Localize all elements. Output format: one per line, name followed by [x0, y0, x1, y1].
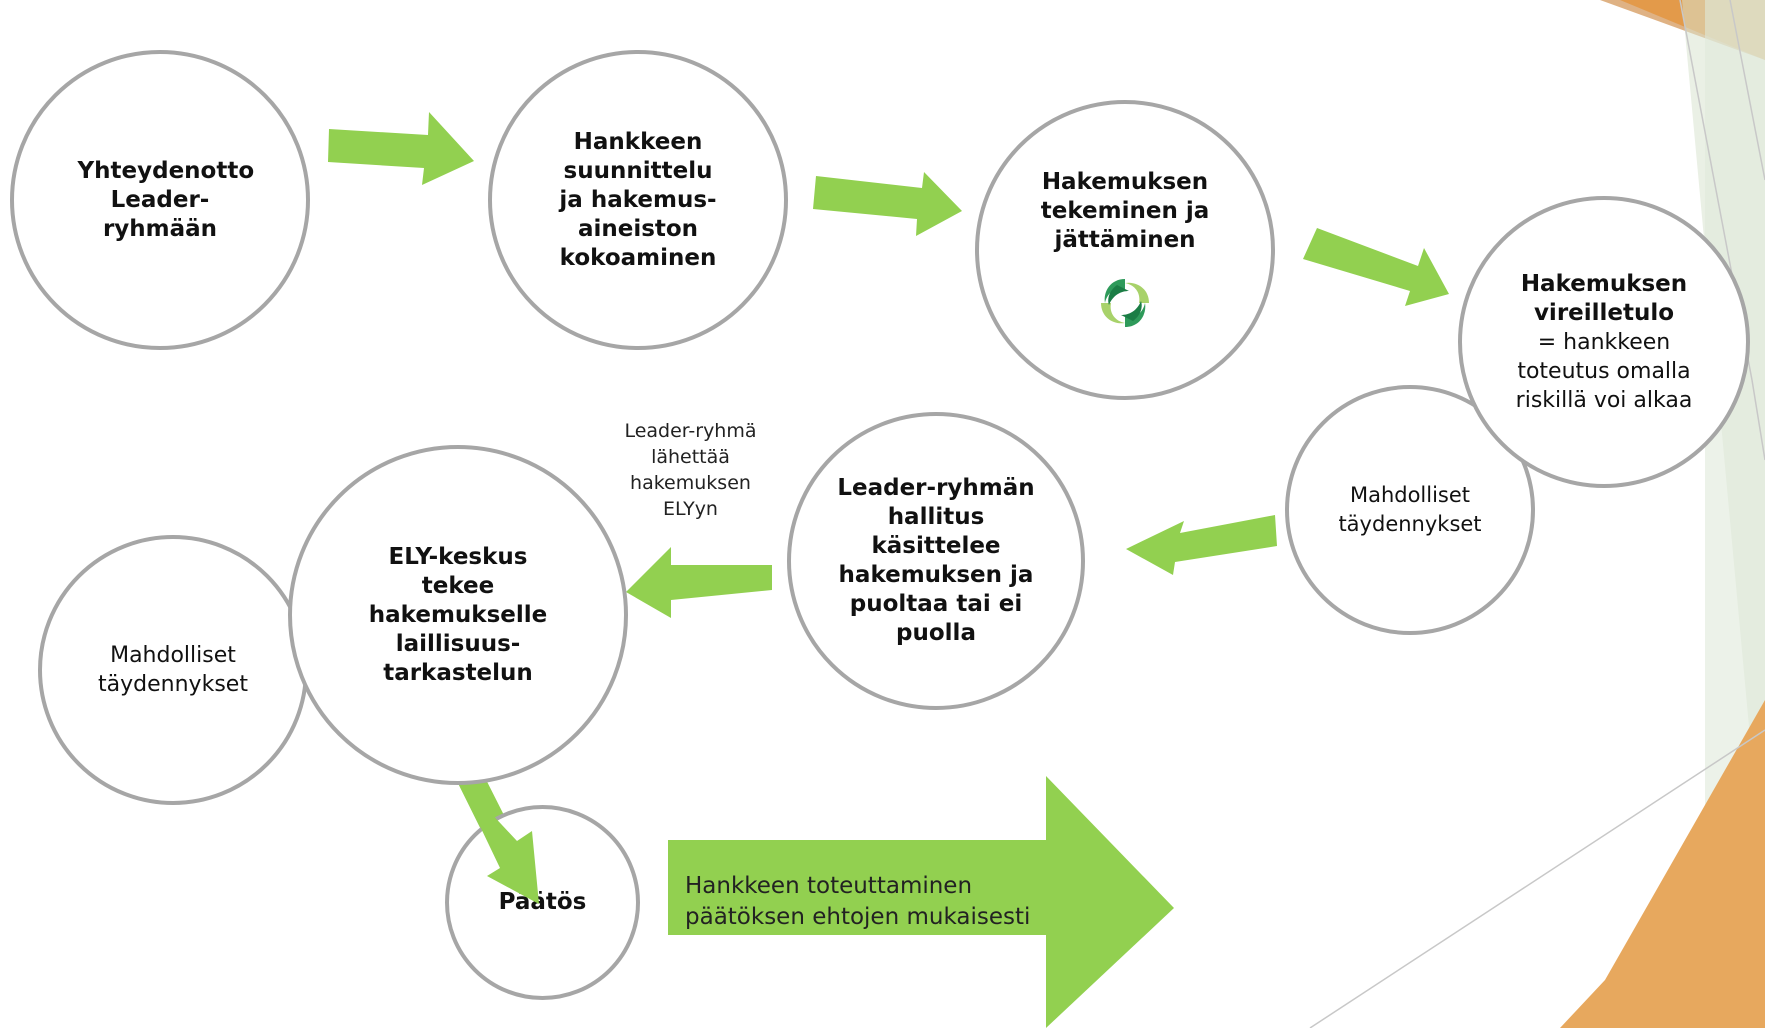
step-pending-text: = hankkeen toteutus omalla riskillä voi … — [1515, 329, 1693, 413]
step-supplements-1-text: Mahdolliset täydennykset — [1338, 483, 1482, 536]
arrow-board-to-ely — [626, 547, 772, 618]
step-contact-circle: Yhteydenotto Leader-ryhmään — [10, 50, 310, 350]
step-decision-title: Päätös — [498, 889, 587, 915]
step-contact-title: Yhteydenotto Leader-ryhmään — [77, 157, 255, 242]
step-ely-circle: ELY-keskus tekee hakemukselle laillisuus… — [288, 445, 628, 785]
step-planning-title: Hankkeen suunnittelu ja hakemus-aineisto… — [559, 128, 717, 271]
step-planning-circle: Hankkeen suunnittelu ja hakemus-aineisto… — [488, 50, 788, 350]
send-to-ely-label: Leader-ryhmä lähettää hakemuksen ELYyn — [624, 420, 757, 520]
arrow-supplements-to-board — [1126, 515, 1277, 575]
arrow-planning-to-application — [813, 172, 962, 236]
step-pending-title: Hakemuksen vireilletulo — [1520, 270, 1688, 326]
step-ely-title: ELY-keskus tekee hakemukselle laillisuus… — [368, 543, 548, 686]
implementation-text: Hankkeen toteuttaminen päätöksen ehtojen… — [685, 873, 1031, 930]
arrow-application-to-pending — [1303, 228, 1449, 306]
step-pending-circle: Hakemuksen vireilletulo = hankkeen toteu… — [1458, 196, 1750, 488]
step-supplements-2-text: Mahdolliset täydennykset — [98, 643, 248, 697]
step-supplements-2-circle: Mahdolliset täydennykset — [38, 535, 308, 805]
arrow-contact-to-planning — [328, 112, 474, 185]
hyrra-logo-icon — [1101, 278, 1149, 327]
step-decision-circle: Päätös — [445, 805, 640, 1000]
step-application-circle: Hakemuksen tekeminen ja jättäminen — [975, 100, 1275, 400]
step-board-circle: Leader-ryhmän hallitus käsittelee hakemu… — [787, 412, 1085, 710]
step-board-title: Leader-ryhmän hallitus käsittelee hakemu… — [837, 475, 1035, 646]
arrow-implementation — [668, 776, 1174, 1028]
step-application-title: Hakemuksen tekeminen ja jättäminen — [1040, 168, 1210, 253]
